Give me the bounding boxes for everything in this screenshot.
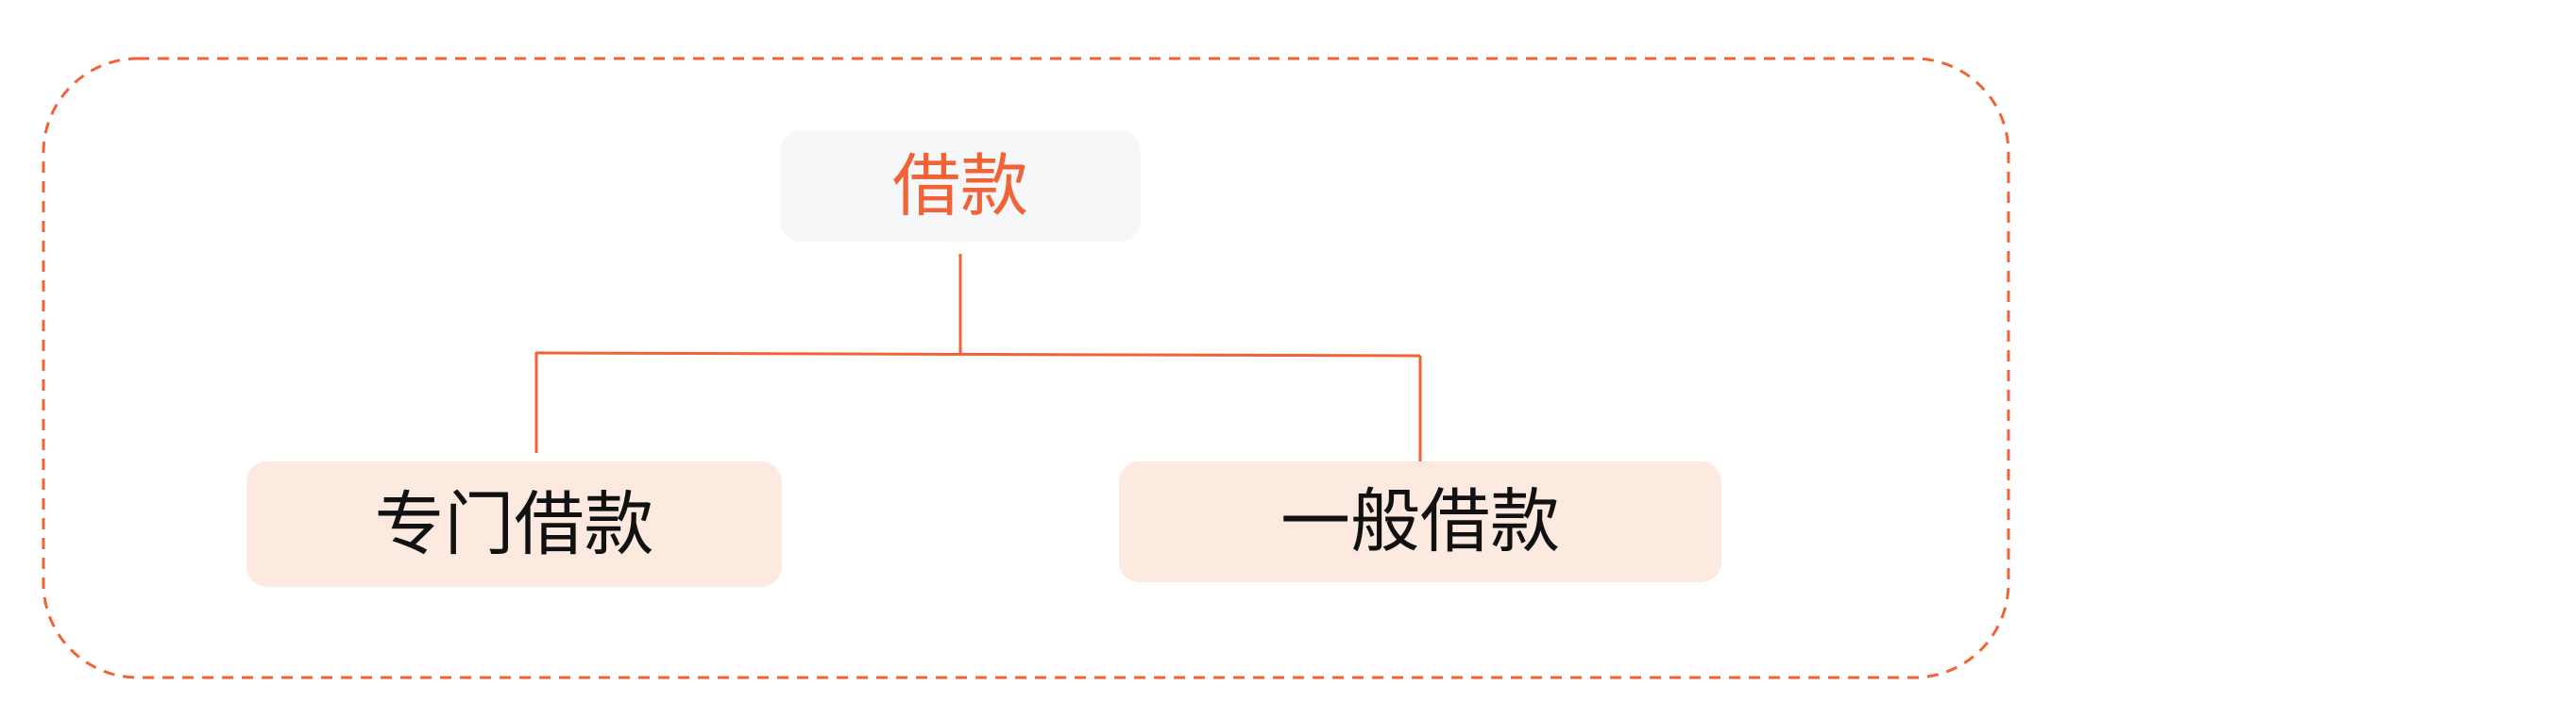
- root-node-borrowing[interactable]: 借款: [780, 130, 1141, 242]
- tree-connectors: [534, 254, 1422, 461]
- child-node-label: 一般借款: [1280, 481, 1560, 562]
- child-node-general-borrowing[interactable]: 一般借款: [1119, 461, 1721, 582]
- child-node-label: 专门借款: [374, 483, 654, 565]
- root-node-label: 借款: [891, 146, 1028, 226]
- child-node-special-borrowing[interactable]: 专门借款: [246, 461, 782, 587]
- connector-horizontal-bar: [535, 351, 1421, 358]
- group-boundary-dashed: [42, 57, 2010, 679]
